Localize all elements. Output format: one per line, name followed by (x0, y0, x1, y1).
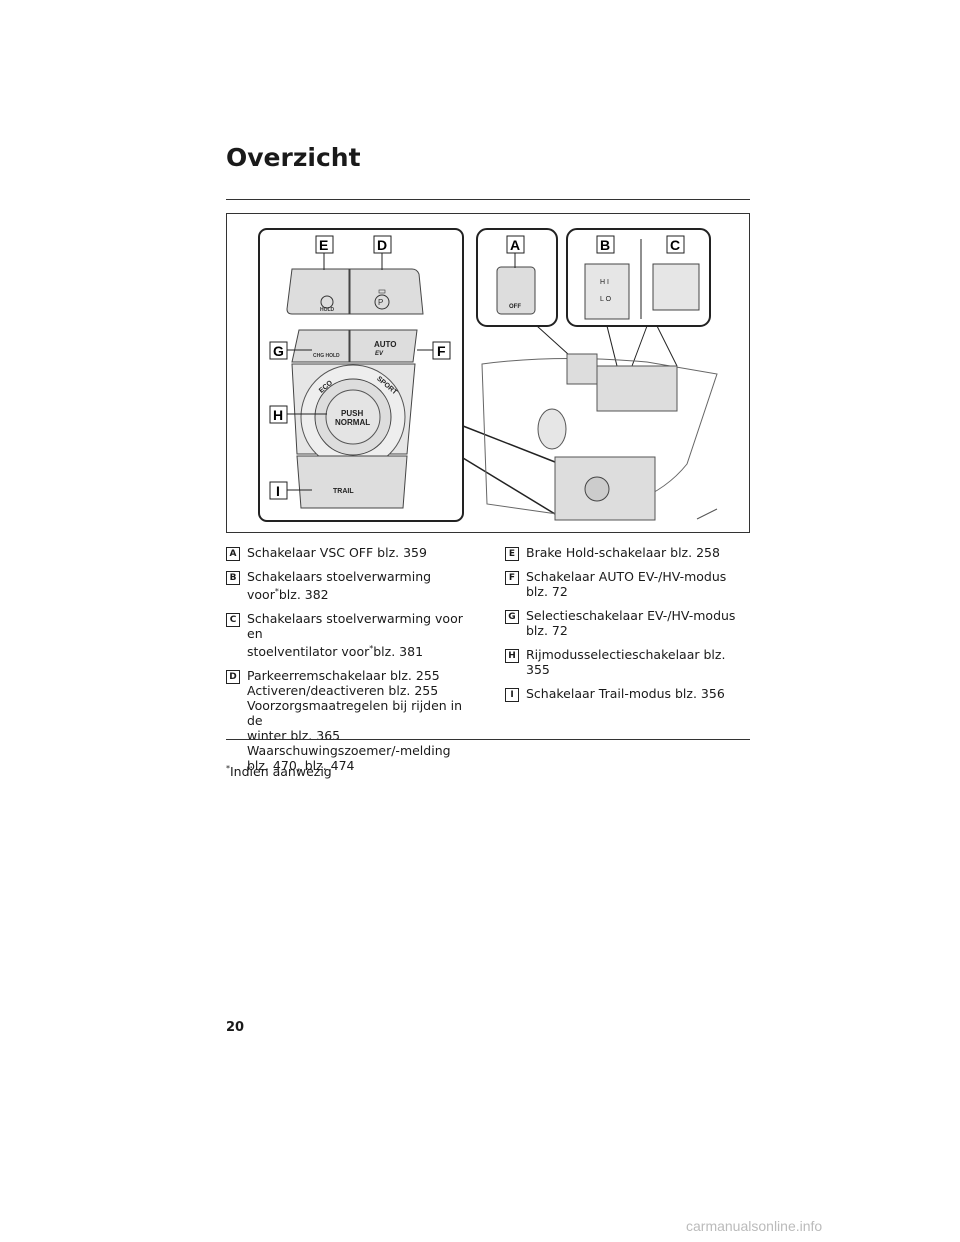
legend-item-f: F Schakelaar AUTO EV-/HV-modus blz. 72 (505, 569, 750, 599)
svg-text:C: C (670, 237, 680, 253)
legend-item-g: G Selectieschakelaar EV-/HV-modus blz. 7… (505, 608, 750, 638)
key-badge: B (226, 571, 240, 585)
overview-illustration: HOLD P CHG HOLD AUTO EV ECO SPORT PUSH N… (226, 213, 750, 533)
legend-rule (226, 739, 750, 740)
key-badge: H (505, 649, 519, 663)
svg-text:I: I (276, 483, 280, 499)
key-badge: C (226, 613, 240, 627)
svg-text:G: G (273, 343, 284, 359)
footnote: *Indien aanwezig (226, 764, 332, 779)
ev-label: EV (375, 351, 384, 357)
key-badge: E (505, 547, 519, 561)
title-rule (226, 199, 750, 200)
legend-item-d: D Parkeerremschakelaar blz. 255 Activere… (226, 668, 476, 773)
hold-label: HOLD (320, 307, 335, 313)
trail-button (297, 456, 407, 508)
svg-text:E: E (319, 237, 328, 253)
legend-left: A Schakelaar VSC OFF blz. 359 B Schakela… (226, 545, 476, 782)
watermark[interactable]: carmanualsonline.info (686, 1218, 822, 1234)
svg-text:H: H (273, 407, 283, 423)
key-badge: F (505, 571, 519, 585)
svg-text:D: D (377, 237, 387, 253)
hold-button (287, 269, 349, 314)
legend-item-e: E Brake Hold-schakelaar blz. 258 (505, 545, 750, 560)
key-badge: D (226, 670, 240, 684)
svg-text:B: B (600, 237, 610, 253)
auto-label: AUTO (374, 340, 397, 349)
off-label: OFF (509, 304, 521, 310)
callout-c: C (667, 236, 684, 253)
page-number: 20 (226, 1020, 244, 1035)
key-badge: A (226, 547, 240, 561)
key-badge: G (505, 610, 519, 624)
chg-hold-label: CHG HOLD (313, 353, 340, 359)
svg-text:P: P (378, 298, 383, 307)
hi-label: H I (600, 279, 609, 286)
legend-item-i: I Schakelaar Trail-modus blz. 356 (505, 686, 750, 701)
legend-right: E Brake Hold-schakelaar blz. 258 F Schak… (505, 545, 750, 710)
callout-b: B (597, 236, 614, 253)
svg-text:A: A (510, 237, 520, 253)
legend-item-a: A Schakelaar VSC OFF blz. 359 (226, 545, 476, 560)
legend-item-b: B Schakelaars stoelverwarming voor*blz. … (226, 569, 476, 602)
trail-label: TRAIL (333, 488, 354, 495)
normal-label: NORMAL (335, 418, 370, 427)
key-badge: I (505, 688, 519, 702)
legend-item-h: H Rijmodusselectieschakelaar blz. 355 (505, 647, 750, 677)
svg-text:F: F (437, 343, 446, 359)
lo-label: L O (600, 296, 612, 303)
push-label: PUSH (341, 409, 363, 418)
legend-item-c: C Schakelaars stoelverwarming voor en st… (226, 611, 476, 659)
page-title: Overzicht (226, 143, 361, 172)
